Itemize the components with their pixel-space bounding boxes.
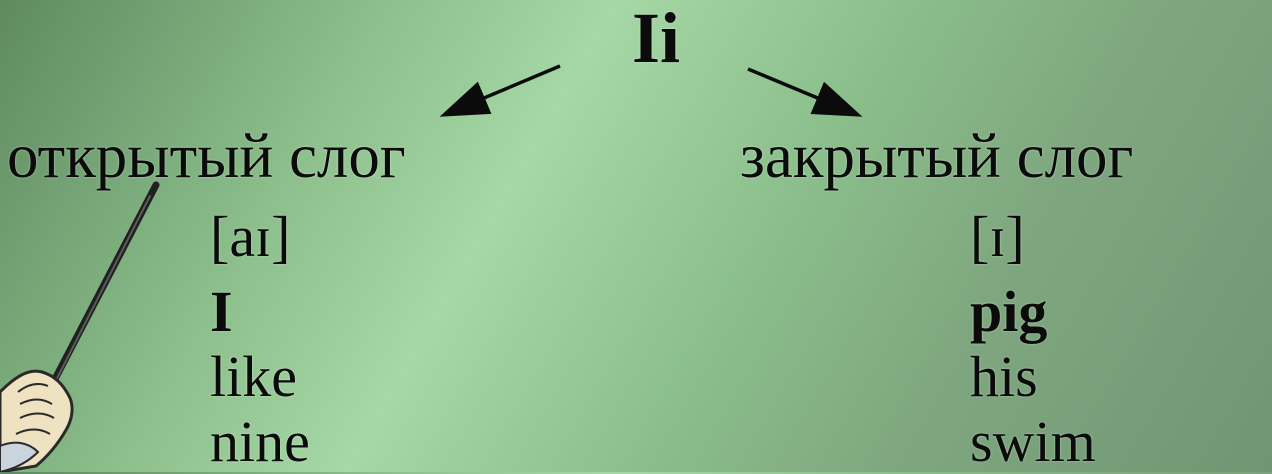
open-word-3: nine <box>210 409 310 474</box>
closed-word-2: his <box>970 344 1038 409</box>
letter-title: Ii <box>632 0 681 78</box>
closed-syllable-sound: [ɪ] <box>970 204 1025 269</box>
open-syllable-sound: [aɪ] <box>210 204 291 269</box>
open-word-2: like <box>210 344 297 409</box>
closed-syllable-label: закрытый слог <box>740 121 1134 191</box>
open-word-1: I <box>210 279 233 344</box>
arrow-right-icon <box>747 67 863 117</box>
closed-word-3: swim <box>970 409 1096 474</box>
open-syllable-label: открытый слог <box>7 121 406 191</box>
closed-word-1: pig <box>970 279 1048 344</box>
arrow-left-icon <box>439 64 561 117</box>
hand-with-pointer-icon <box>0 181 160 472</box>
